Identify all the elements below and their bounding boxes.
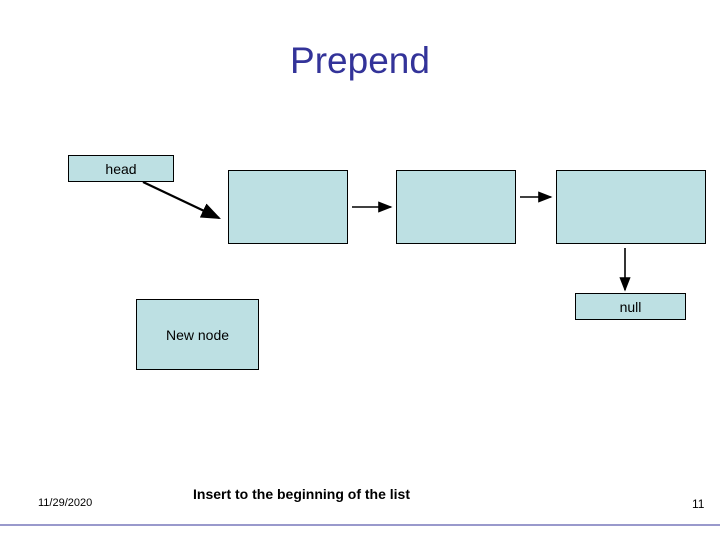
null-label-box: null bbox=[575, 293, 686, 320]
head-label-box: head bbox=[68, 155, 174, 182]
page-title: Prepend bbox=[290, 40, 430, 81]
new-node-label-text: New node bbox=[165, 326, 230, 343]
footer-date: 11/29/2020 bbox=[38, 497, 93, 509]
node-box-3 bbox=[556, 170, 706, 244]
arrow-head-to-node1 bbox=[142, 181, 221, 219]
page-number: 11 bbox=[692, 497, 705, 511]
head-label-text: head bbox=[105, 160, 137, 177]
footer-divider bbox=[0, 524, 720, 526]
null-label-text: null bbox=[619, 298, 642, 315]
footer-caption: Insert to the beginning of the list bbox=[193, 486, 410, 502]
new-node-box: New node bbox=[136, 299, 259, 370]
node-box-2 bbox=[396, 170, 516, 244]
node-box-1 bbox=[228, 170, 348, 244]
